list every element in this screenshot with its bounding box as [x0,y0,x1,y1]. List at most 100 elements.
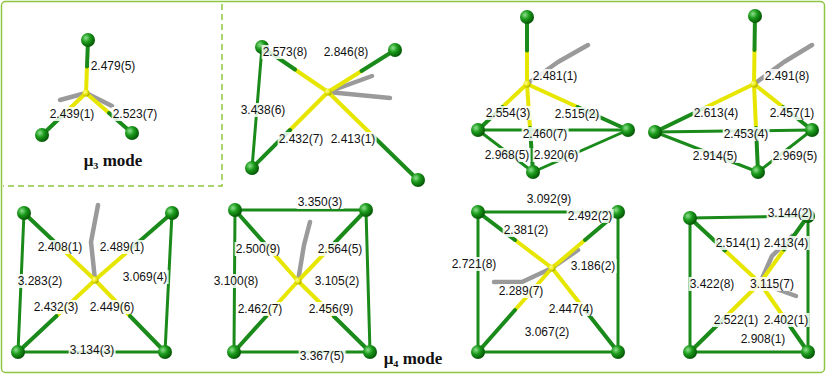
ag-bond-half [234,317,266,353]
bond-length: 3.438(6) [240,103,287,117]
s-bond-half [86,67,87,94]
bond-length: 2.908(1) [740,332,787,346]
silver-atom [359,203,373,217]
bond-length: 3.067(2) [524,325,571,339]
bond-length: 2.969(5) [772,149,819,163]
bond-length: 3.144(2) [767,206,814,220]
bond-length: 2.523(7) [112,107,159,121]
sulfur-atom [83,90,90,97]
sulfur-atom [92,277,99,284]
bond-length: 2.554(3) [485,106,532,120]
coordination-fragment [11,205,179,359]
bond-length: 3.367(5) [299,349,346,363]
silver-atom [227,345,241,359]
s-bond-half [295,70,328,93]
silver-atom [158,345,172,359]
carbon-stick [328,92,390,98]
bond-length: 2.489(1) [99,240,146,254]
s-bond-half [525,51,529,85]
silver-atom [81,33,95,47]
bond-length: 2.413(4) [763,236,810,250]
bond-length: 2.432(7) [278,132,325,146]
bond-length: 2.453(4) [723,127,770,141]
bond-length: 2.968(5) [484,148,531,162]
silver-atom [165,206,179,220]
bond-length: 2.492(2) [567,209,614,223]
silver-atom [471,123,485,137]
bond-length: 2.413(1) [330,132,377,146]
s-bond-half [527,84,578,107]
silver-atom [125,126,139,140]
ag-bond-half [373,136,418,180]
ag-bond-half [478,310,515,352]
s-bond-half [754,84,783,107]
bond-length: 3.186(2) [570,259,617,273]
silver-atom [228,203,242,217]
bond-length: 2.456(9) [308,302,355,316]
s-bond-half [515,240,552,268]
bond-length: 2.491(8) [764,69,811,83]
bond-length: 2.381(2) [503,223,550,237]
silver-atom [11,345,25,359]
carbon-stick [527,45,588,84]
sulfur-atom [295,278,302,285]
bond-length: 2.289(7) [498,284,545,298]
coordination-fragment [683,209,815,359]
silver-atom [411,173,425,187]
ag-ag-contact [690,351,808,354]
silver-atom [648,125,662,139]
bond-length: 2.564(5) [317,242,364,256]
bond-length: 2.408(1) [37,240,84,254]
silver-atom [683,345,697,359]
mode-label: μ₄ mode [382,349,445,368]
silver-atom [621,123,635,137]
ag-bond-half [235,210,267,246]
bond-length: 2.721(8) [451,257,498,271]
sulfur-atom [325,89,332,96]
carbon-stick [754,45,812,84]
bond-length: 2.402(1) [763,313,810,327]
bond-length: 2.914(5) [692,149,739,163]
bond-length: 2.479(5) [90,59,137,73]
bond-length: 2.457(1) [769,106,816,120]
silver-atom [17,206,31,220]
silver-atom [751,165,765,179]
bond-length: 3.092(9) [526,192,573,206]
bond-length: 3.105(2) [314,274,361,288]
silver-atom [611,345,625,359]
silver-atom [520,10,534,24]
s-bond-half [503,84,528,107]
ag-bond-half [334,317,370,353]
coordination-fragment [35,33,139,142]
ag-bond-half [130,316,165,352]
ag-ag-contact [478,351,618,354]
bond-length: 2.460(7) [522,127,569,141]
ag-ag-contact [477,212,480,352]
bond-length: 2.573(8) [262,45,309,59]
s-bond-half [328,92,373,136]
bond-length: 2.432(3) [33,300,80,314]
silver-atom [363,345,377,359]
bond-length: 2.613(4) [693,106,740,120]
silver-atom [748,9,762,23]
bond-length: 2.439(1) [49,107,96,121]
silver-atom [471,345,485,359]
bond-length: 3.100(8) [213,274,260,288]
silver-atom [245,161,259,175]
sulfur-atom [751,81,758,88]
silver-atom [471,205,485,219]
bond-length: 3.283(2) [17,274,64,288]
mode-label: μ₃ mode [82,151,145,170]
sulfur-atom [549,265,556,272]
s-bond-half [705,84,755,108]
silver-atom [801,345,815,359]
silver-atom [526,165,540,179]
silver-atom [35,128,49,142]
ag-bond-half [18,316,57,352]
coordination-fragment [648,9,819,179]
dashed-frame [3,4,222,186]
bond-length: 3.115(7) [749,277,795,291]
ag-ag-contact [617,212,620,352]
